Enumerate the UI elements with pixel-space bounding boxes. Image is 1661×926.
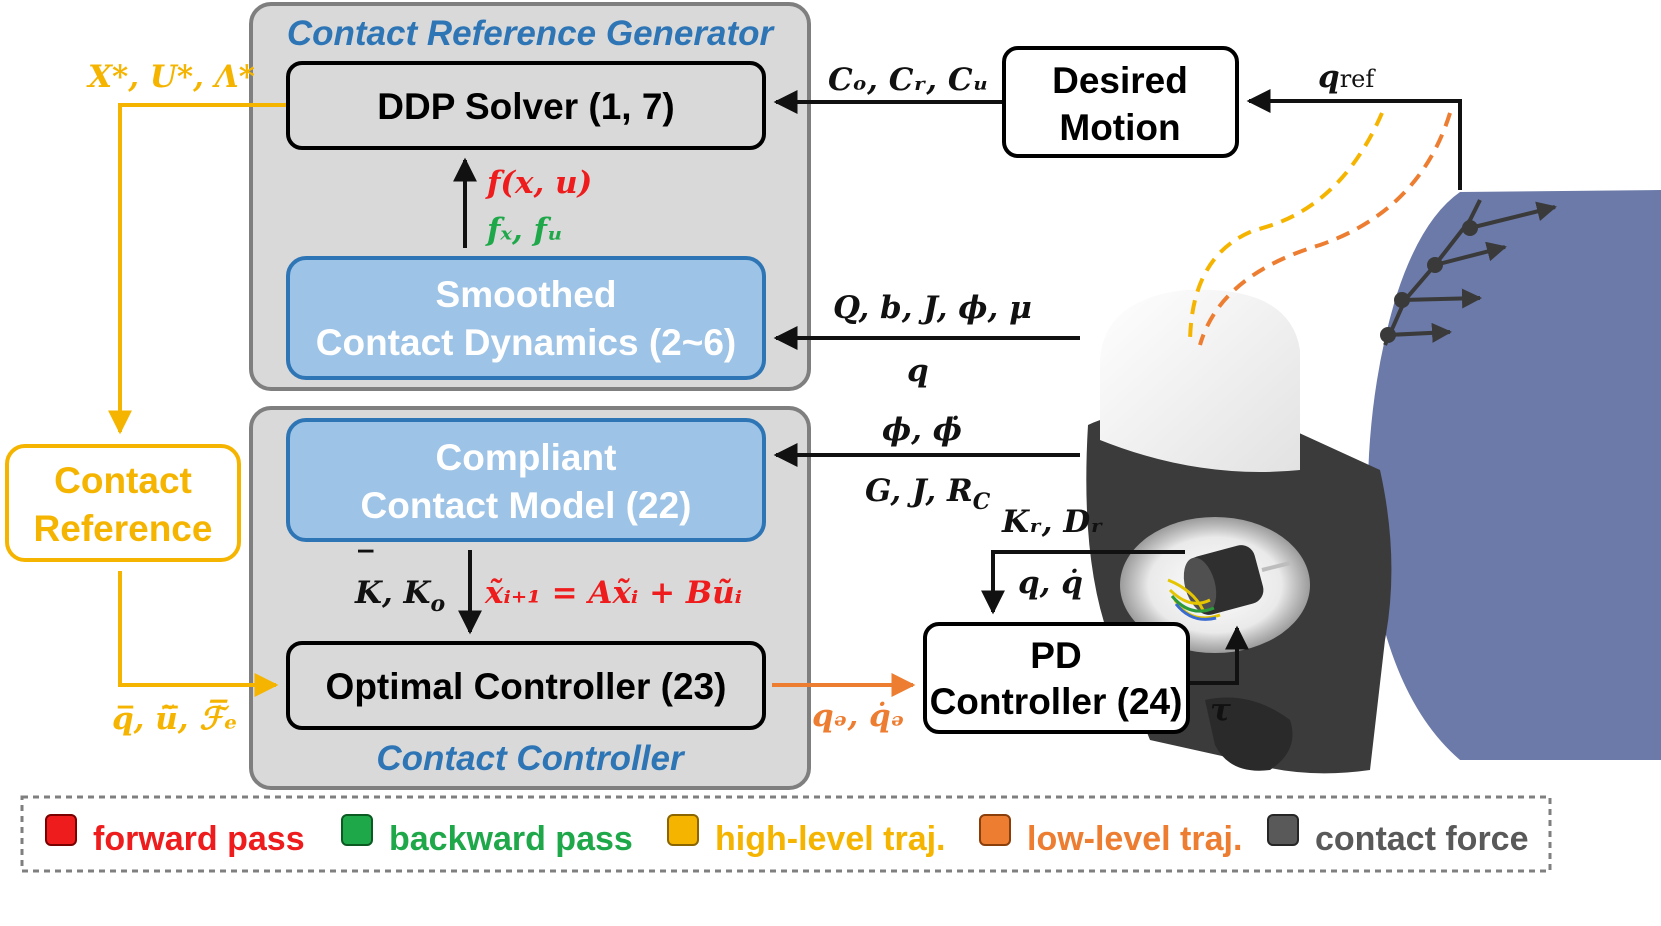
legend-swatch-forward [45,814,77,846]
smoothed-line2: Contact Dynamics (2~6) [316,322,737,363]
high-level-trajectory [1188,112,1384,346]
gain-bar-mark: ‾ [358,545,374,581]
desired-motion-block [1002,46,1239,158]
phi-label: ϕ, ϕ̇ [882,412,962,448]
reference-trajectory-label: q̅, ũ̅, ℱ̅ₑ [112,699,238,737]
pd-line2: Controller (24) [930,681,1183,722]
contact-ref-line2: Reference [34,508,213,549]
smoothed-line1: Smoothed [436,274,617,315]
cost-weights-label: Cₒ, Cᵣ, Cᵤ [828,62,989,98]
legend-swatch-contact-force [1267,814,1299,846]
legend: forward pass backward pass high-level tr… [20,795,1552,873]
legend-backward-label: backward pass [389,820,633,858]
motor-icon [1167,545,1291,621]
linear-dynamics-label: x̃ᵢ₊₁ = Ax̃ᵢ + Bũᵢ [484,575,742,611]
dynamics-function-label: f(x, u) [485,165,592,201]
low-level-trajectory [1198,112,1452,346]
gains-label: K, Ko [354,575,445,617]
signal-arrows [108,89,1462,697]
desired-joint-label: qₔ, q̇ₔ [812,698,905,734]
dynamics-gradient-label: fₓ, fᵤ [485,212,563,248]
compliant-model-block [286,418,766,542]
legend-swatch-low-level [979,814,1011,846]
contact-ref-line1: Contact [54,460,192,501]
gains-subscript: o [430,591,445,617]
robot-illustration [1086,112,1661,774]
pd-line1: PD [1030,635,1081,676]
robot-body-shape [1367,190,1661,760]
smoothed-dynamics-block [286,256,766,380]
ddp-solver-label: DDP Solver (1, 7) [377,86,674,127]
optimal-controller-label: Optimal Controller (23) [326,666,727,707]
q-ref-label: qref [1318,59,1376,95]
pd-controller-block [923,622,1190,734]
compliant-line1: Compliant [436,437,617,478]
q-qdot-label: q, q̇ [1018,565,1083,601]
desired-line1: Desired [1052,60,1188,101]
legend-swatch-backward [341,814,373,846]
contact-reference-block [5,444,241,562]
legend-low-level-label: low-level traj. [1027,820,1242,858]
contact-controller-title: Contact Controller [376,739,686,778]
rc-subscript: C [973,489,991,515]
legend-forward-label: forward pass [93,820,305,858]
q-state-label: q [907,353,929,389]
optimal-trajectory-label: X*, U*, Λ* [86,59,255,95]
legend-high-level-label: high-level traj. [715,820,946,858]
end-effector-dome [1100,289,1300,472]
motor-gains-label: Kᵣ, Dᵣ [1001,504,1103,540]
q-ref-subscript: ref [1340,65,1377,93]
ddp-solver-block [286,61,766,150]
tau-label: τ [1210,692,1231,728]
legend-contact-force-label: contact force [1315,820,1529,858]
legend-swatch-high-level [667,814,699,846]
compliant-line2: Contact Model (22) [361,485,692,526]
desired-line2: Motion [1059,107,1180,148]
model-params-label: Q, b, J, ϕ, μ [833,290,1032,326]
g-j-rc-label: G, J, RC [865,473,991,515]
optimal-controller-block [286,641,766,730]
reference-generator-title: Contact Reference Generator [287,14,776,53]
